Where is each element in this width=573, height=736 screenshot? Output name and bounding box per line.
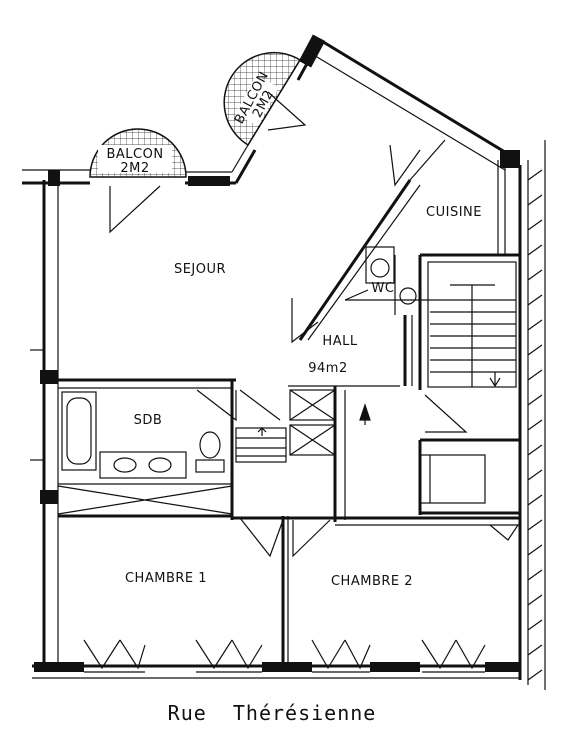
room-label-cuisine: CUISINE (426, 205, 482, 220)
room-label-chambre-1: CHAMBRE 1 (125, 571, 207, 586)
room-label-hall: HALL (322, 334, 357, 349)
room-label-wc: WC (372, 281, 395, 296)
bathtub (61, 391, 97, 471)
balcony-left-name: BALCON (106, 147, 163, 162)
room-label-sdb: SDB (134, 413, 163, 428)
balcony-left-area: 2M2 (120, 161, 149, 176)
room-label-chambre-2: CHAMBRE 2 (331, 574, 413, 589)
interior-walls (57, 139, 520, 666)
balcony-left (89, 128, 187, 178)
double-sink (99, 451, 187, 479)
toilet-wc (365, 246, 417, 305)
total-area-label: 94m2 (308, 361, 347, 376)
street-name: Rue Thérésienne (168, 701, 377, 725)
exterior-walls (22, 34, 546, 690)
toilet-sdb (195, 431, 225, 473)
door-swings (109, 91, 519, 558)
room-label-sejour: SEJOUR (174, 262, 226, 277)
